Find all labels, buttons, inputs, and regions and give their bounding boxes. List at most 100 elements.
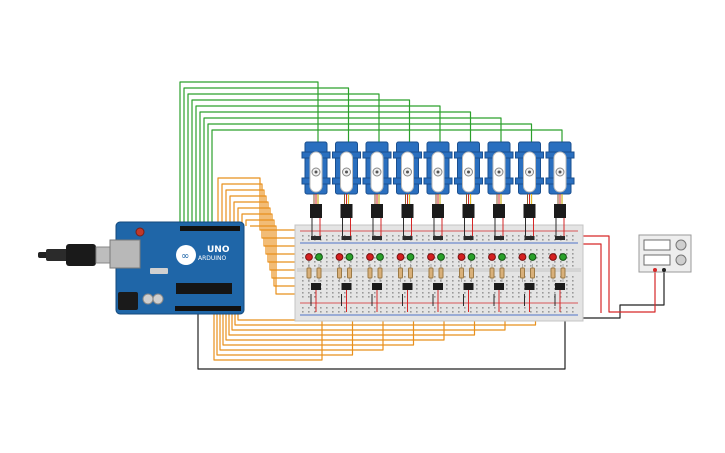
breadboard-hole xyxy=(458,261,460,263)
breadboard-hole xyxy=(332,280,334,282)
breadboard-hole xyxy=(572,292,574,294)
servo-motor[interactable] xyxy=(484,141,514,218)
breadboard-hole xyxy=(398,239,400,241)
breadboard-hole xyxy=(542,292,544,294)
breadboard-hole xyxy=(542,265,544,267)
breadboard-hole xyxy=(362,307,364,309)
breadboard-hole xyxy=(476,235,478,237)
breadboard-hole xyxy=(404,257,406,259)
breadboard-hole xyxy=(500,261,502,263)
breadboard-hole xyxy=(398,249,400,251)
breadboard-hole xyxy=(488,280,490,282)
servo-motor[interactable] xyxy=(301,141,331,218)
breadboard-hole xyxy=(350,311,352,313)
breadboard-hole xyxy=(404,292,406,294)
voltage-knob[interactable] xyxy=(675,239,687,251)
breadboard-hole xyxy=(386,235,388,237)
breadboard-hole xyxy=(338,265,340,267)
breadboard-hole xyxy=(422,284,424,286)
arduino-uno-board[interactable]: ∞ ARDUINO UNO xyxy=(109,221,245,315)
breadboard-hole xyxy=(566,261,568,263)
driver-stage xyxy=(335,218,354,312)
breadboard-hole xyxy=(464,280,466,282)
breadboard-hole xyxy=(374,296,376,298)
servo-connector xyxy=(310,204,322,218)
breadboard-hole xyxy=(404,307,406,309)
power-supply[interactable] xyxy=(638,234,692,273)
ground-loop-wire xyxy=(197,312,566,370)
breadboard-hole xyxy=(572,284,574,286)
red-led xyxy=(366,253,374,261)
breadboard-hole xyxy=(506,235,508,237)
breadboard-hole xyxy=(572,235,574,237)
breadboard-hole xyxy=(572,307,574,309)
breadboard-hole xyxy=(332,239,334,241)
breadboard-hole xyxy=(314,265,316,267)
breadboard-hole xyxy=(524,249,526,251)
breadboard-hole xyxy=(506,296,508,298)
positive-terminal[interactable] xyxy=(653,268,657,272)
breadboard-hole xyxy=(374,280,376,282)
breadboard-hole xyxy=(404,253,406,255)
breadboard-hole xyxy=(380,280,382,282)
breadboard-hole xyxy=(500,307,502,309)
breadboard-hole xyxy=(434,280,436,282)
breadboard-hole xyxy=(548,265,550,267)
breadboard-hole xyxy=(458,311,460,313)
servo-connector xyxy=(523,204,536,218)
breadboard-hole xyxy=(452,261,454,263)
current-knob[interactable] xyxy=(675,254,687,266)
servo-motor[interactable] xyxy=(393,141,422,218)
breadboard-hole xyxy=(530,249,532,251)
breadboard-hole xyxy=(524,292,526,294)
servo-connector xyxy=(401,204,414,218)
breadboard-hole xyxy=(362,280,364,282)
red-led xyxy=(305,253,313,261)
breadboard-hole xyxy=(536,261,538,263)
breadboard-hole xyxy=(446,276,448,278)
servo-motor[interactable] xyxy=(454,141,483,218)
breadboard-hole xyxy=(398,288,400,290)
breadboard-hole xyxy=(356,239,358,241)
breadboard-hole xyxy=(506,280,508,282)
arduino-logo-glyph: ∞ xyxy=(181,251,189,262)
green-led xyxy=(467,253,476,261)
breadboard-hole xyxy=(500,265,502,267)
breadboard-hole xyxy=(530,235,532,237)
negative-terminal[interactable] xyxy=(662,268,666,272)
transistor xyxy=(463,283,474,290)
servo-motor[interactable] xyxy=(332,141,361,218)
breadboard-hole xyxy=(494,280,496,282)
breadboard-hole xyxy=(512,235,514,237)
servo-motor[interactable] xyxy=(423,141,453,218)
breadboard-hole xyxy=(386,288,388,290)
breadboard-hole xyxy=(518,292,520,294)
breadboard-hole xyxy=(566,276,568,278)
power-link xyxy=(341,236,352,240)
breadboard-hole xyxy=(500,311,502,313)
breadboard-hole xyxy=(512,311,514,313)
breadboard-hole xyxy=(398,235,400,237)
breadboard-hole xyxy=(572,280,574,282)
breadboard-hole xyxy=(326,296,328,298)
breadboard-hole xyxy=(326,284,328,286)
breadboard-hole xyxy=(356,311,358,313)
reset-button[interactable] xyxy=(135,227,145,237)
breadboard-hole xyxy=(548,311,550,313)
servo-motor[interactable] xyxy=(362,141,392,218)
breadboard-hole xyxy=(458,249,460,251)
breadboard-hole xyxy=(308,261,310,263)
resistor xyxy=(316,267,322,279)
breadboard-hole xyxy=(512,249,514,251)
servo-motor[interactable] xyxy=(515,141,544,218)
breadboard-hole xyxy=(338,239,340,241)
breadboard-hole xyxy=(512,296,514,298)
breadboard-hole xyxy=(446,292,448,294)
breadboard-hole xyxy=(332,276,334,278)
breadboard-hole xyxy=(548,261,550,263)
breadboard-hole xyxy=(470,265,472,267)
servo-motor[interactable] xyxy=(545,141,575,218)
breadboard-hole xyxy=(524,307,526,309)
